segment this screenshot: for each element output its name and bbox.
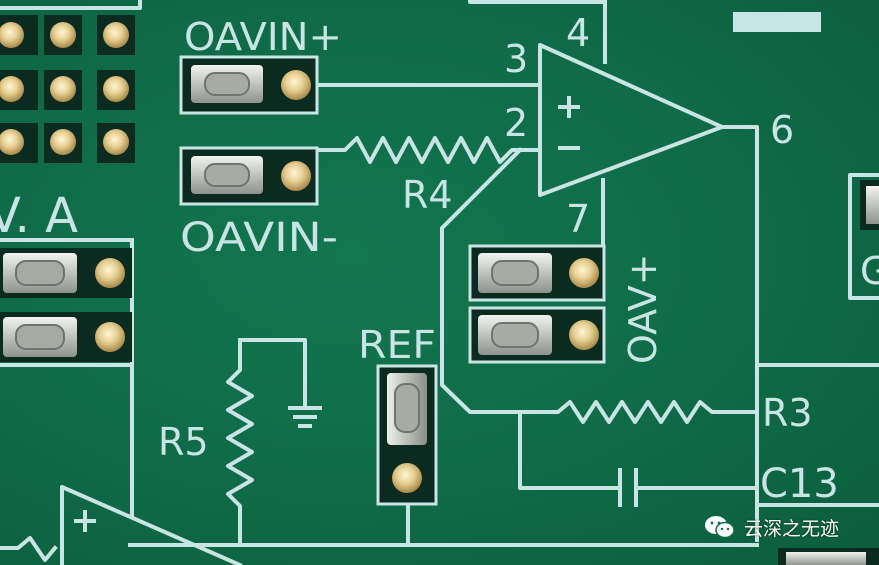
jumper-oav-plus-top: [468, 244, 606, 302]
header-pads: [0, 15, 135, 163]
label-pin-3: 3: [504, 37, 528, 81]
jumper-left-bottom: [0, 312, 132, 362]
label-r4: R4: [402, 173, 453, 217]
label-pin-7: 7: [566, 197, 590, 241]
label-pin-4: 4: [566, 11, 590, 55]
label-pin-2: 2: [504, 101, 528, 145]
label-g-partial: G: [860, 249, 879, 293]
silkscreen-bar: [733, 12, 821, 32]
label-v-a: V. A: [0, 188, 78, 244]
label-oav-plus: OAV+: [621, 253, 665, 364]
label-ref: REF: [358, 323, 436, 367]
label-oavin-minus: OAVIN-: [180, 215, 338, 261]
jumper-left-top: [0, 248, 132, 298]
label-r5: R5: [158, 420, 209, 464]
label-oavin-plus: OAVIN+: [184, 15, 342, 59]
watermark: 云深之无迹: [704, 512, 839, 542]
watermark-text: 云深之无迹: [744, 517, 840, 540]
label-c13: C13: [760, 461, 839, 507]
label-pin-6: 6: [770, 108, 794, 152]
jumper-oavin-plus: [179, 55, 319, 115]
label-r3: R3: [762, 391, 813, 435]
right-edge-component: [778, 180, 879, 565]
jumper-ref: [376, 364, 438, 506]
opamp-signs: [74, 96, 580, 532]
jumper-oavin-minus: [179, 146, 319, 206]
wechat-icon: [704, 514, 736, 540]
jumper-oav-plus-bottom: [468, 306, 606, 364]
